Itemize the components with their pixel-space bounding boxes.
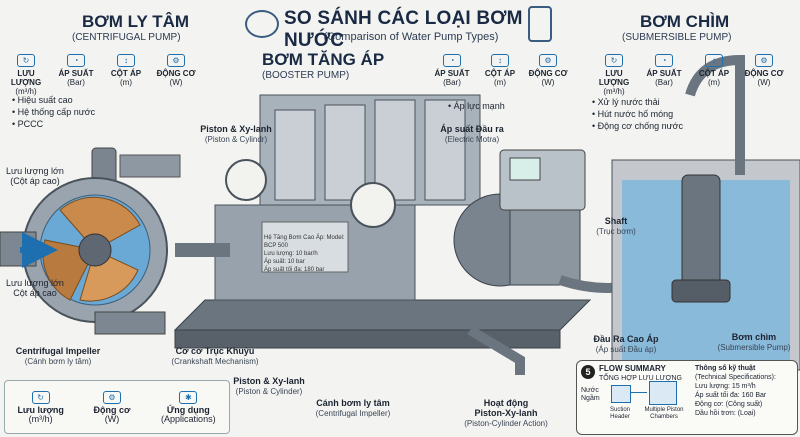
submersible-title: BƠM CHÌM [640,12,730,31]
label-impeller-booster: Cánh bơm ly tâm(Centrifugal Impeller) [315,398,391,418]
bullet: Động cơ chống nước [592,120,683,132]
label-impeller: Centrifugal Impeller(Cánh bơm ly tâm) [15,346,101,366]
spec-pressure: ◔ÁP SUẤT(Bar) [646,54,682,87]
centrifugal-bullets: Hiệu suất cao Hệ thống cấp nước PCCC [12,94,95,130]
spec-head: ↕ CỘT ÁP(m) [104,54,148,96]
centrifugal-pump-illustration [0,147,181,335]
spec-flow: ↻LƯU LƯỢNG(m³/h) [598,54,630,96]
label-flow-big: Lưu lượng lớn(Cột áp cao) [6,166,64,186]
spec-pressure: ◔ ÁP SUẤT(Bar) [54,54,98,96]
spec-label: ÁP SUẤT [58,69,94,78]
page-title: SO SÁNH CÁC LOẠI BƠM NƯỚC [284,8,523,51]
flow-icon: ↻ [31,390,50,404]
flow-source: Nước Ngầm [581,387,600,402]
spec-unit: (Bar) [67,78,85,87]
label-submersible-pump: Bơm chìm(Submersible Pump) [717,332,791,352]
bullet: Áp lực mạnh [448,100,505,112]
centrifugal-subtitle: (CENTRIFUGAL PUMP) [72,32,181,43]
motor-icon: ⚙ [755,54,773,67]
spec-flow: ↻ LƯU LƯỢNG(m³/h) [4,54,48,96]
flow-node-chambers-label: Multiple Piston Chambers [644,407,684,420]
flow-node-chambers [649,381,677,405]
spec-motor: ⚙ĐỘNG CƠ(W) [744,54,784,87]
label-crank: Cơ cơ Trục Khuỷu(Crankshaft Mechanism) [171,346,259,366]
submersible-subtitle: (SUBMERSIBLE PUMP) [622,32,732,43]
flow-arrow [631,392,647,393]
bottom-flow: ↻Lưu lượng(m³/h) [17,390,64,424]
gauge-icon: ◔ [443,54,461,67]
bullet: Hệ thống cấp nước [12,106,95,118]
motor-icon: ⚙ [102,390,121,404]
bullet: PCCC [12,118,95,130]
label-outlet: Đầu Ra Cao Áp(Áp suất Đầu áp) [593,334,659,354]
bottom-motor: ⚙Động cơ(W) [93,390,131,424]
motor-icon: ⚙ [539,54,557,67]
submersible-pump-illustration [611,54,800,371]
booster-specs: ◔ÁP SUẤT(Bar) ↕CỘT ÁP(m) ⚙ĐỘNG CƠ(W) [430,54,570,87]
gauge-icon: ◔ [655,54,673,67]
booster-bullets: Áp lực mạnh [448,100,505,112]
flow-icon: ↻ [17,54,35,67]
bullet: Hút nước hố móng [592,108,683,120]
header-icon-left [245,10,279,38]
bottom-app: ✱Ứng dụng(Applications) [161,390,216,424]
flow-specs: Thông số kỹ thuật (Technical Specificati… [695,365,776,417]
bullet: Hiệu suất cao [12,94,95,106]
gear-icon: ✱ [179,390,198,404]
page-subtitle: (Comparison of Water Pump Types) [323,31,499,43]
booster-subtitle: (BOOSTER PUMP) [262,70,350,81]
label-pressure-out: Áp suất Đầu ra(Electric Motra) [440,124,504,144]
motor-icon: ⚙ [167,54,185,67]
label-shaft: Shaft(Trục bơm) [596,216,636,236]
flow-node-suction-label: Suction Header [609,407,630,420]
booster-title: BƠM TĂNG ÁP [262,50,385,69]
spec-motor: ⚙ĐỘNG CƠ(W) [528,54,568,87]
spec-label: LƯU LƯỢNG [10,69,42,87]
head-icon: ↕ [705,54,723,67]
spec-head: ↕CỘT ÁP(m) [698,54,730,87]
spec-label: ĐỘNG CƠ [156,69,196,78]
flow-node-suction [611,385,631,403]
spec-unit: (m) [120,78,132,87]
spec-head: ↕CỘT ÁP(m) [484,54,516,87]
booster-pump-illustration [173,94,683,375]
header-icon-right [528,6,552,42]
gauge-icon: ◔ [67,54,85,67]
label-piston-2: Piston & Xy-lanh(Piston & Cylinder) [233,376,305,396]
centrifugal-bottom-specs: ↻Lưu lượng(m³/h) ⚙Động cơ(W) ✱Ứng dụng(A… [4,380,230,434]
spec-label: CỘT ÁP [110,69,142,78]
step-number: 5 [581,365,595,379]
spec-unit: (W) [169,78,183,87]
spec-unit: (m³/h) [15,87,37,96]
centrifugal-title: BƠM LY TÂM [82,12,190,31]
centrifugal-specs: ↻ LƯU LƯỢNG(m³/h) ◔ ÁP SUẤT(Bar) ↕ CỘT ÁP(m… [4,54,198,96]
submersible-specs: ↻LƯU LƯỢNG(m³/h) ◔ÁP SUẤT(Bar) ↕CỘT ÁP(m… [592,54,786,96]
flow-icon: ↻ [605,54,623,67]
submersible-bullets: Xử lý nước thải Hút nước hố móng Động cơ… [592,96,683,132]
spec-motor: ⚙ ĐỘNG CƠ(W) [154,54,198,96]
head-icon: ↕ [117,54,135,67]
label-piston: Piston & Xy-lanh(Piston & Cylindr) [200,124,272,144]
head-icon: ↕ [491,54,509,67]
bullet: Xử lý nước thải [592,96,683,108]
spec-pressure: ◔ÁP SUẤT(Bar) [434,54,470,87]
